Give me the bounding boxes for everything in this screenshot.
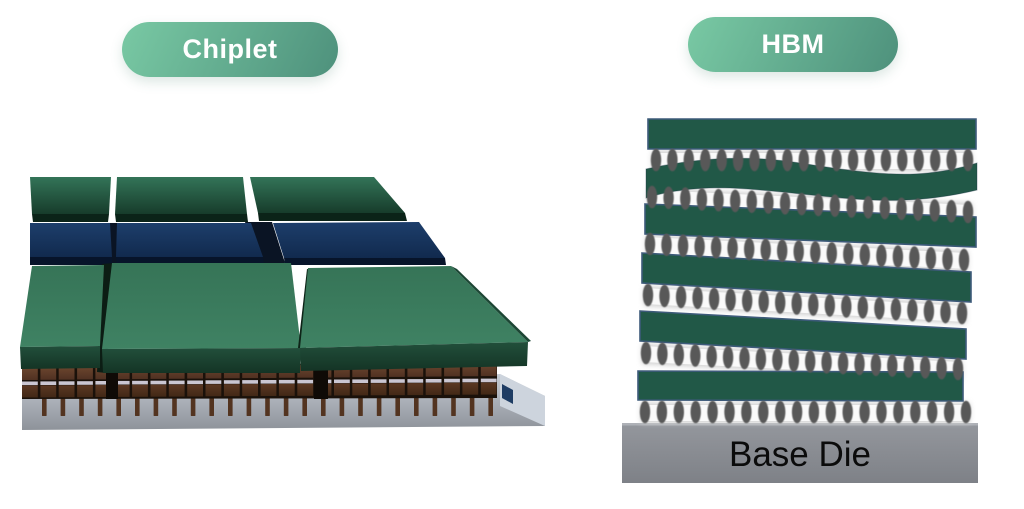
hbm-die-6 xyxy=(637,370,964,402)
hbm-die-1 xyxy=(647,118,977,150)
substrate-pins xyxy=(42,395,493,416)
hbm-die-4 xyxy=(641,252,972,303)
hbm-dram-dies xyxy=(637,118,978,402)
chiplet-3d-diagram xyxy=(20,177,545,430)
hbm-badge: HBM xyxy=(688,17,898,72)
middle-die-row xyxy=(30,222,446,266)
hbm-badge-label: HBM xyxy=(761,29,825,59)
chiplet-badge-label: Chiplet xyxy=(182,34,278,64)
hbm-die-5 xyxy=(639,310,967,360)
back-die-row xyxy=(30,177,407,222)
base-die-label: Base Die xyxy=(729,435,871,474)
front-die-row xyxy=(20,263,531,373)
hbm-microbumps xyxy=(639,148,974,424)
hbm-base-die xyxy=(622,423,978,483)
hbm-stack-diagram: Base Die xyxy=(622,118,978,483)
chiplet-badge: Chiplet xyxy=(122,22,338,77)
